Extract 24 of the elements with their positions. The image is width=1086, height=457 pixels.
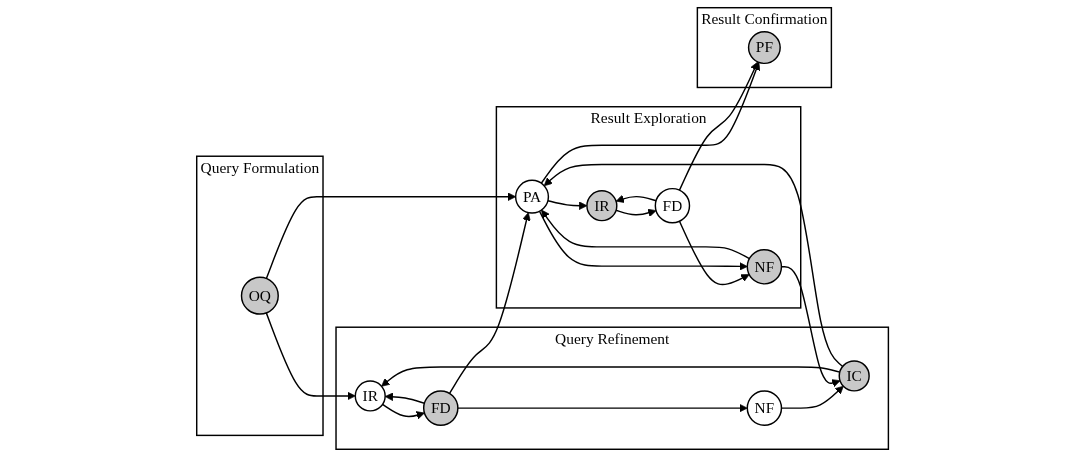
arrow xyxy=(544,163,844,368)
arrow xyxy=(541,62,761,184)
node-circle: NF xyxy=(747,390,783,426)
arrow xyxy=(381,366,841,387)
arrow xyxy=(449,212,532,395)
node-circle: PF xyxy=(748,31,782,65)
node-circle: IR xyxy=(586,190,618,222)
node-circle: IC xyxy=(838,360,871,392)
node-circle: OQ xyxy=(241,276,280,315)
arrow xyxy=(385,392,426,404)
arrow xyxy=(781,385,845,409)
arrow xyxy=(781,266,841,388)
node-circle: NF xyxy=(747,248,783,285)
node-circle: IR xyxy=(355,380,387,412)
arrow xyxy=(266,192,517,280)
node-circle: FD xyxy=(423,390,459,426)
arrow xyxy=(679,61,759,191)
arrow xyxy=(539,210,749,271)
arrow xyxy=(547,200,588,210)
arrow xyxy=(382,403,426,420)
node-circle: FD xyxy=(655,187,691,224)
node-circle: PA xyxy=(515,179,550,214)
arrow xyxy=(541,209,751,260)
arrow xyxy=(679,220,750,286)
